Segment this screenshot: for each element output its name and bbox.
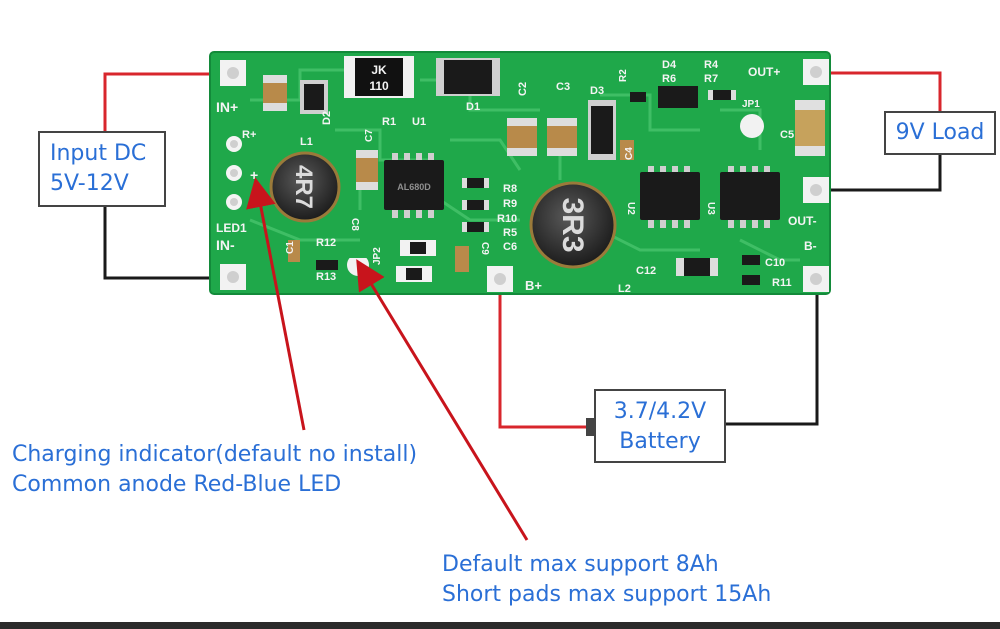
silk-c10: C10 [765, 257, 785, 269]
pcb-board: 4R7 3R3 AL680D [209, 51, 831, 295]
chip-u3 [720, 166, 780, 228]
inductor-l1-marking: 4R7 [290, 165, 317, 209]
silk-c3: C3 [556, 81, 570, 93]
jumper-jp1 [740, 114, 764, 138]
charging-indicator-line1: Charging indicator(default no install) [12, 442, 418, 467]
pad-in-plus[interactable] [220, 60, 246, 86]
load-label: 9V Load [895, 120, 985, 145]
silk-in-plus: IN+ [216, 99, 238, 115]
silk-led1: LED1 [216, 221, 247, 235]
pad-out-plus[interactable] [803, 59, 829, 85]
led-indicator-arrow [246, 177, 306, 431]
silk-u3: U3 [705, 202, 716, 215]
silk-c12: C12 [636, 265, 656, 277]
input-negative-wire [103, 205, 232, 280]
silk-r-plus: R+ [242, 129, 256, 141]
silk-r5: R5 [503, 227, 517, 239]
silk-r10: R10 [497, 213, 517, 225]
silk-c5: C5 [780, 129, 794, 141]
silk-d3: D3 [590, 85, 604, 97]
pad-b-minus[interactable] [803, 266, 829, 292]
short-pads-arrow [356, 259, 529, 541]
silk-u1: U1 [412, 116, 426, 128]
diode-d2 [300, 80, 328, 114]
silk-c7: C7 [364, 129, 375, 142]
silk-jp2: JP2 [372, 247, 383, 265]
chip-u1-marking: AL680D [397, 182, 431, 192]
chip-u1: AL680D [384, 153, 444, 218]
silk-c2: C2 [517, 82, 529, 96]
load-wires [815, 71, 942, 192]
silk-in-minus: IN- [216, 237, 235, 253]
capacity-note: Default max support 8Ah Short pads max s… [442, 550, 771, 610]
silk-r12: R12 [316, 237, 336, 249]
fuse-jk: JK 110 [344, 56, 414, 98]
silk-c4: C4 [624, 147, 635, 160]
battery-wires [498, 280, 819, 429]
diode-d1 [436, 58, 500, 96]
silk-out-plus: OUT+ [748, 65, 780, 79]
silk-r13: R13 [316, 271, 336, 283]
pad-in-minus[interactable] [220, 264, 246, 290]
silk-r6: R6 [662, 73, 676, 85]
silk-r8: R8 [503, 183, 517, 195]
silk-r7: R7 [704, 73, 718, 85]
silk-c6: C6 [503, 241, 517, 253]
input-wires [103, 72, 232, 280]
smd-components [263, 75, 825, 285]
load-box: 9V Load [884, 111, 996, 155]
load-negative-wire [815, 154, 942, 192]
pcb-substrate [210, 52, 830, 294]
inductor-l2: 3R3 [529, 181, 617, 269]
silk-d1: D1 [466, 101, 480, 113]
silk-d4: D4 [662, 59, 677, 71]
load-positive-wire [815, 71, 942, 112]
silk-u2: U2 [625, 202, 636, 215]
silk-r2: R2 [618, 69, 629, 82]
silk-r9: R9 [503, 198, 517, 210]
silk-c1: C1 [285, 241, 296, 254]
battery-label: Battery [619, 429, 701, 454]
silk-plus-sign: + [250, 167, 258, 183]
bottom-edge-bar [0, 622, 1000, 629]
capacity-line2: Short pads max support 15Ah [442, 582, 772, 607]
input-positive-wire [103, 72, 232, 132]
charging-indicator-line2: Common anode Red-Blue LED [12, 472, 342, 497]
chip-u2 [640, 166, 700, 228]
battery-positive-wire [498, 280, 586, 429]
silk-jp1: JP1 [742, 99, 760, 110]
silk-b-minus: B- [804, 239, 817, 253]
input-dc-label: Input DC [50, 141, 147, 166]
fuse-marking-bottom: 110 [369, 79, 389, 93]
silk-l2: L2 [618, 283, 631, 295]
annotation-arrows [246, 177, 529, 541]
silk-d2: D2 [321, 111, 333, 125]
silk-c9: C9 [479, 242, 490, 255]
silk-l1: L1 [300, 136, 313, 148]
battery-terminal [586, 418, 595, 436]
silk-b-plus: B+ [525, 278, 542, 293]
inductor-l1: 4R7 [269, 151, 341, 223]
silk-out-minus: OUT- [788, 214, 817, 228]
diode-d3 [588, 100, 616, 160]
battery-box: 3.7/4.2V Battery [594, 389, 726, 463]
silk-r11: R11 [772, 277, 792, 289]
input-dc-box: Input DC 5V-12V [38, 131, 166, 207]
battery-negative-wire [726, 282, 819, 426]
capacity-line1: Default max support 8Ah [442, 552, 719, 577]
silk-r1: R1 [382, 116, 396, 128]
silkscreen-labels: IN+ IN- LED1 R+ + OUT+ OUT- B- B+ L1 L2 … [216, 59, 817, 295]
fuse-marking-top: JK [371, 63, 387, 77]
silk-r4: R4 [704, 59, 719, 71]
inductor-l2-marking: 3R3 [556, 197, 589, 252]
battery-voltage-label: 3.7/4.2V [613, 399, 707, 424]
charging-indicator-note: Charging indicator(default no install) C… [12, 440, 417, 500]
led-pads [226, 136, 242, 210]
silk-c8: C8 [349, 218, 360, 231]
pad-b-plus[interactable] [487, 266, 513, 292]
input-voltage-label: 5V-12V [50, 171, 129, 196]
pad-out-minus[interactable] [803, 177, 829, 203]
